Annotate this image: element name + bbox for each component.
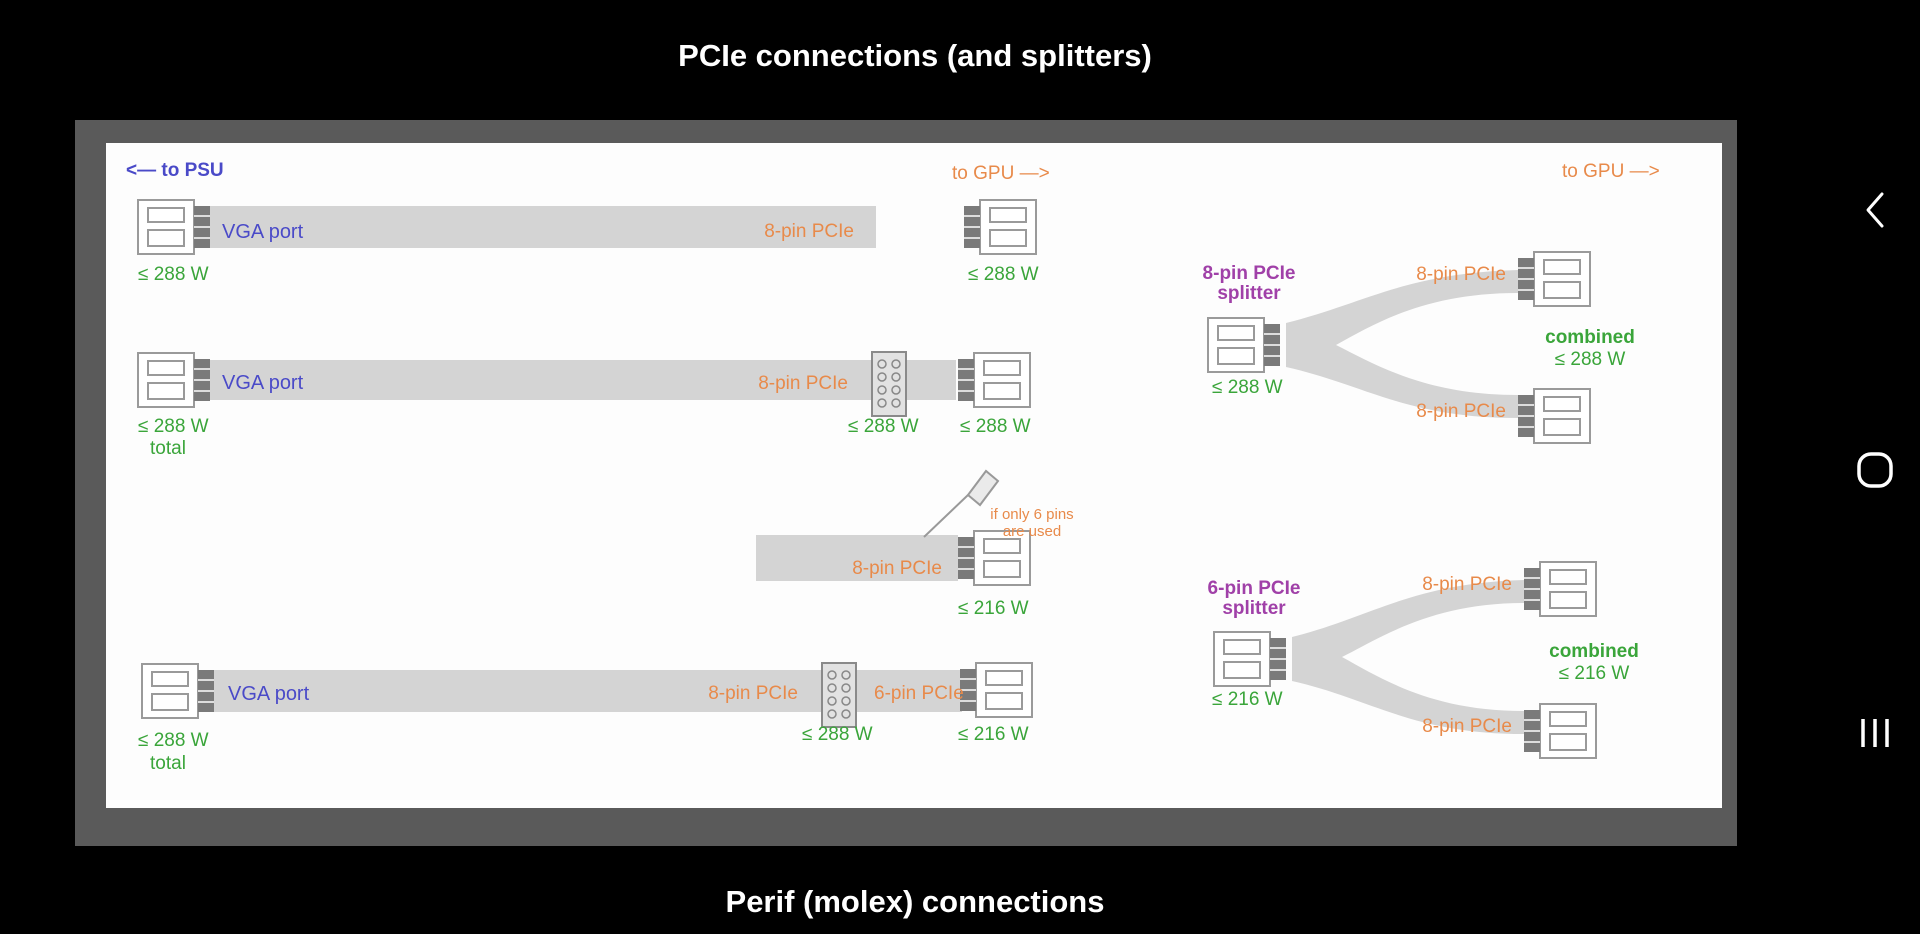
vga-port-label: VGA port [222,372,304,394]
splitter-title-line1: 6-pin PCIe [1208,578,1301,599]
psu-connector-icon [137,199,211,255]
six-pins-note-line2: are used [1003,523,1061,540]
system-nav-bar [1830,0,1920,934]
adapter-watt-label: ≤ 288 W [802,724,873,745]
splitter-output-connector-icon [1523,561,1597,617]
back-button[interactable] [1850,185,1900,235]
top-caption: PCIe connections (and splitters) [678,38,1152,73]
cable-row-4: VGA port 8-pin PCIe 6-pin PCIe ≤ 288 W t… [138,662,1033,774]
splitter-output-connector-icon [1517,388,1591,444]
slide-area: <— to PSU to GPU —> to GPU —> VGA port 8… [106,143,1722,808]
total-label: total [150,753,186,774]
recents-button[interactable] [1850,708,1900,758]
pin8-label: 8-pin PCIe [764,221,854,242]
gpu-watt-label: ≤ 288 W [968,264,1039,285]
pcie-diagram: <— to PSU to GPU —> to GPU —> VGA port 8… [126,160,1660,774]
psu-watt-label: ≤ 288 W [138,264,209,285]
splitter-title-line2: splitter [1222,598,1286,619]
splitter-input-connector-icon [1207,317,1281,373]
gpu-connector-icon [963,199,1037,255]
splitter-output-connector-icon [1517,251,1591,307]
splitter-8pin: 8-pin PCIe splitter 8-pin PCIe 8-pin PCI… [1203,251,1635,444]
to-gpu-label-2: to GPU —> [1562,161,1660,182]
splitter-6pin: 6-pin PCIe splitter 8-pin PCIe 8-pin PCI… [1208,561,1639,759]
psu-connector-icon [141,663,215,719]
psu-watt-label: ≤ 288 W [138,416,209,437]
adapter-watt-label: ≤ 288 W [848,416,919,437]
to-psu-label: <— to PSU [126,160,224,181]
pin8-label: 8-pin PCIe [852,558,942,579]
cable-row-1: VGA port 8-pin PCIe ≤ 288 W ≤ 288 W [137,199,1039,285]
combined-label: combined [1549,641,1639,662]
split-adapter-icon [871,351,907,417]
splitter-output-connector-icon [1523,703,1597,759]
gpu-connector-icon [959,662,1033,718]
total-label: total [150,438,186,459]
pin8-label: 8-pin PCIe [1422,574,1512,595]
cable-row-3: 8-pin PCIe if only 6 pins are used ≤ 216… [756,469,1074,619]
splitter-title-line2: splitter [1217,283,1281,304]
psu-connector-icon [137,352,211,408]
rounded-square-home-icon [1857,452,1893,488]
pin8-label: 8-pin PCIe [1416,401,1506,422]
pin8-label: 8-pin PCIe [758,373,848,394]
to-gpu-label-1: to GPU —> [952,163,1050,184]
split-adapter-icon [821,662,857,728]
pin6-label: 6-pin PCIe [874,683,964,704]
chevron-left-icon [1866,192,1884,228]
gpu-watt-label: ≤ 216 W [958,598,1029,619]
splitter-input-watt-label: ≤ 216 W [1212,689,1283,710]
three-bars-recents-icon [1861,719,1889,747]
splitter-input-connector-icon [1213,631,1287,687]
vga-port-label: VGA port [222,221,304,243]
vga-port-label: VGA port [228,683,310,705]
gpu-watt-label: ≤ 216 W [958,724,1029,745]
cable-row-2: VGA port 8-pin PCIe ≤ 288 W total ≤ 288 … [137,351,1031,459]
home-button[interactable] [1850,445,1900,495]
bottom-caption: Perif (molex) connections [725,884,1105,919]
pin8-label: 8-pin PCIe [708,683,798,704]
splitter-title-line1: 8-pin PCIe [1203,263,1296,284]
combined-watt-label: ≤ 216 W [1559,663,1630,684]
psu-watt-label: ≤ 288 W [138,730,209,751]
splitter-input-watt-label: ≤ 288 W [1212,377,1283,398]
gpu-connector-icon [957,352,1031,408]
pin8-label: 8-pin PCIe [1416,264,1506,285]
gpu-watt-label: ≤ 288 W [960,416,1031,437]
combined-label: combined [1545,327,1635,348]
six-pins-note-line1: if only 6 pins [990,506,1073,523]
loose-pins-plug-icon [966,469,1000,507]
combined-watt-label: ≤ 288 W [1555,349,1626,370]
pin8-label: 8-pin PCIe [1422,716,1512,737]
